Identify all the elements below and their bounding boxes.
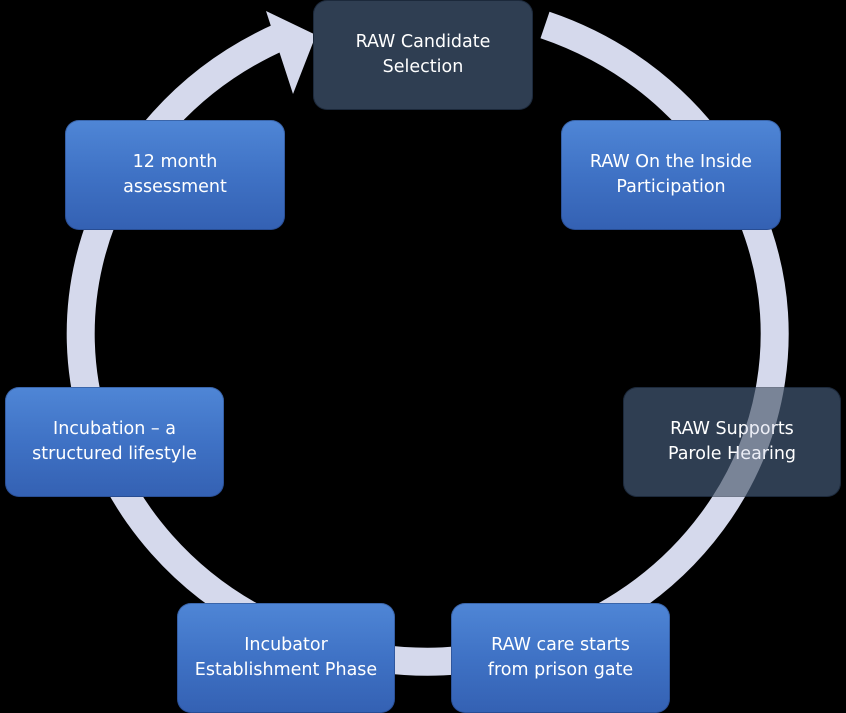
step-raw-on-the-inside-participation: RAW On the Inside Participation [561, 120, 781, 230]
step-label: RAW Supports Parole Hearing [667, 419, 797, 464]
step-label: RAW care starts from prison gate [487, 635, 634, 680]
step-raw-care-starts-from-prison-gate: RAW care starts from prison gate [451, 603, 670, 713]
step-incubation-structured-lifestyle: Incubation – a structured lifestyle [5, 387, 224, 497]
step-12-month-assessment: 12 month assessment [65, 120, 285, 230]
step-label: RAW Candidate Selection [355, 32, 491, 77]
step-raw-supports-parole-hearing: RAW Supports Parole Hearing [623, 387, 841, 497]
step-incubator-establishment-phase: Incubator Establishment Phase [177, 603, 395, 713]
cycle-arrowhead [266, 11, 316, 94]
step-label: RAW On the Inside Participation [589, 152, 753, 197]
step-label: Incubator Establishment Phase [194, 635, 378, 680]
step-raw-candidate-selection: RAW Candidate Selection [313, 0, 533, 110]
step-label: Incubation – a structured lifestyle [32, 419, 197, 464]
step-label: 12 month assessment [123, 152, 227, 197]
